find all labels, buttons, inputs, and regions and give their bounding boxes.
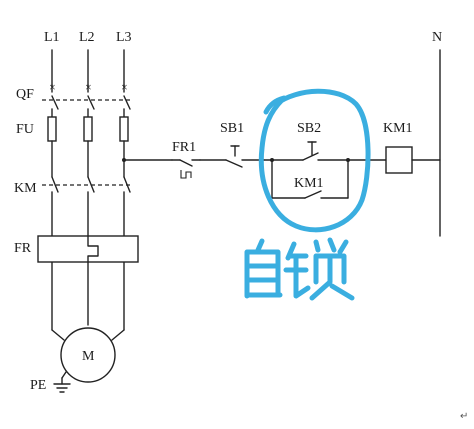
label-l1: L1 (44, 30, 60, 45)
km1-coil (385, 146, 413, 174)
label-sb2: SB2 (297, 121, 321, 136)
phase-line-l2: × (83, 49, 95, 326)
motor: M (51, 327, 125, 383)
label-l2: L2 (79, 30, 95, 45)
phase-line-l3: × (119, 49, 131, 331)
label-km-main: KM (14, 181, 37, 196)
label-fu: FU (16, 122, 34, 137)
sb2-start-button (263, 141, 387, 161)
ground-pe (53, 371, 71, 393)
motor-label: M (82, 349, 95, 364)
fuse-l3 (119, 116, 129, 142)
label-km1-coil: KM1 (383, 121, 413, 136)
phase-line-l1: × (47, 49, 59, 331)
label-fr-main: FR (14, 241, 32, 256)
label-n: N (432, 30, 442, 45)
label-qf: QF (16, 87, 34, 102)
label-fr1: FR1 (172, 140, 196, 155)
fuse-l2 (83, 116, 93, 142)
km1-hold-contact (271, 159, 349, 199)
label-pe: PE (30, 378, 46, 393)
fuse-l1 (47, 116, 57, 142)
fr1-contact (171, 159, 201, 179)
sb1-stop-button (199, 145, 265, 168)
label-l3: L3 (116, 30, 132, 45)
handwritten-annotation (244, 88, 371, 301)
thermal-relay-fr (37, 235, 139, 263)
label-sb1: SB1 (220, 121, 244, 136)
corner-mark: ↵ (460, 411, 468, 422)
label-km1-aux: KM1 (294, 176, 324, 191)
